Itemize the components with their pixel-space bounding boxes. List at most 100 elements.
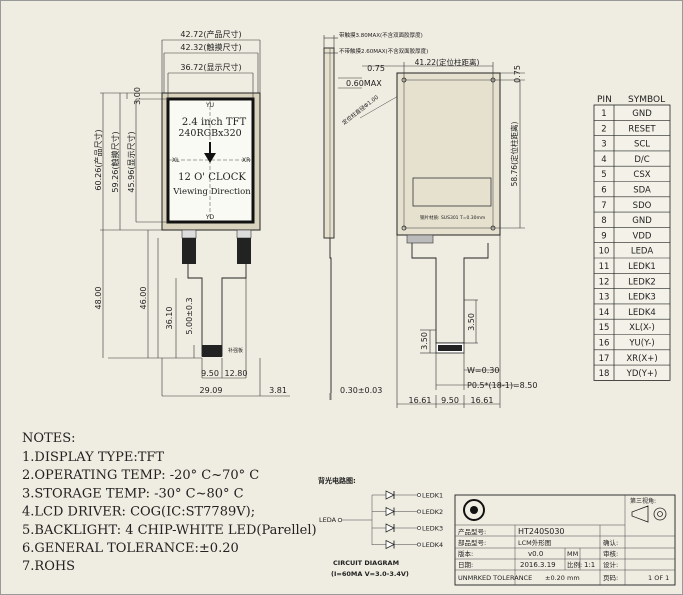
mark-yd: YD [205,214,215,221]
pin-symbol: LEDK2 [628,277,656,287]
pin-symbol: LEDA [631,247,654,257]
fpc-gold-fingers [438,345,462,351]
confirm-label: 确认: [603,538,618,547]
note-item: 1.DISPLAY TYPE:TFT [22,450,164,465]
circuit-output-label: LEDK1 [422,492,443,500]
fpc-stiffener [202,345,222,357]
page-label: 页码: [603,574,618,582]
dim-5876: 58.76(定位柱距离) [509,122,519,187]
pin-symbol: VDD [633,231,652,241]
pin-number: 3 [601,140,606,150]
circuit-output-label: LEDK2 [422,508,443,516]
pin-symbol: GND [632,109,652,119]
note-item: 6.GENERAL TOLERANCE:±0.20 [22,541,239,556]
page-number: 1 OF 1 [648,574,669,582]
dim-top-offset: 3.00 [133,87,142,105]
tolerance-label: UNMRKED TOLERANCE [458,574,532,582]
third-angle-label: 第三视角: [630,497,656,505]
led-diode-icon [385,506,395,517]
pin-symbol: RESET [628,124,656,134]
dim-1280: 12.80 [225,369,248,378]
pin-header: PIN [597,95,612,105]
dim-fpc-500: 5.00±0.3 [185,297,194,334]
pin-number: 10 [599,247,610,257]
design-label: 设计: [603,560,618,569]
pin-symbol: LEDK3 [628,293,656,303]
pin-symbol: YD(Y+) [626,369,658,379]
circuit-title: 背光电路图: [318,476,356,485]
dim-product-height: 60.26(产品尺寸) [93,129,103,190]
review-label: 审核: [603,549,618,558]
fpc-steel-note: 钢片材质: SUS301 T=0.30mm [420,214,485,221]
pin-symbol: LEDK4 [628,308,656,318]
pin-symbol: SCL [634,140,650,150]
dim-product-width: 42.72(产品尺寸) [180,29,241,39]
led-diode-icon [385,539,395,550]
dim-fpc-46: 46.00 [139,287,148,310]
pin-symbol: D/C [634,155,649,165]
date: 2016.3.19 [520,561,556,569]
screen-size-text: 2.4 inch TFT [182,117,247,128]
pin-symbol: XL(X-) [629,323,655,333]
circuit-output-label: LEDK3 [422,525,443,533]
symbol-header: SYMBOL [628,95,665,105]
screen-oclock-text: 12 O' CLOCK [178,172,246,183]
back-outline [396,72,501,236]
pin-number: 16 [599,339,610,349]
circuit-spec: (I=60MA V=3.0-3.4V) [331,570,409,578]
screen-resolution-text: 240RGBx320 [178,128,241,139]
note-item: 5.BACKLIGHT: 4 CHIP-WHITE LED(Parellel) [22,523,317,538]
dim-w030: W=0.30 [467,366,499,375]
pin-number: 12 [599,277,610,287]
pin-number: 15 [599,323,610,333]
pin-number: 13 [599,293,610,303]
touch-fpc-left [182,238,196,264]
pin-symbol: YU(Y-) [628,339,654,349]
pin-symbol: SDA [633,186,651,196]
circuit-caption: CIRCUIT DIAGRAM [333,559,399,567]
version-label: 版本: [458,549,473,558]
dim-1661-left: 16.61 [409,396,432,405]
note-item: 7.ROHS [22,559,75,574]
pin-number: 1 [601,109,606,119]
stiffener-note: 补强板 [228,347,243,354]
mark-yu: YU [205,102,214,109]
part-name-label: 部品型号: [458,538,486,547]
dim-350-left: 3.50 [420,332,429,350]
pin-symbol: GND [632,216,652,226]
direction-arrow-icon [204,153,216,163]
pin-number: 14 [599,308,610,318]
dim-030: 0.30±0.03 [340,386,382,395]
part-name: LCM外形图 [518,538,551,547]
product-model-label: 产品型号: [458,527,486,536]
date-label: 日期: [458,561,473,569]
dim-950-back: 9.50 [441,396,459,405]
dim-fpc-3610: 36.10 [165,307,174,330]
led-diode-icon [385,523,395,533]
dim-350-right: 3.50 [467,313,476,331]
mark-xl: XL [172,157,180,164]
side-profile [323,47,335,239]
locating-pin-bl [401,225,407,231]
scale-label: 比例: [567,560,582,569]
side-note-with-touch: 带触摸3.80MAX(不含双面胶厚度) [339,31,423,39]
dim-381: 3.81 [269,386,287,395]
dim-touch-height: 59.26(触摸尺寸) [110,131,120,192]
pin-number: 8 [601,216,606,226]
led-diode-icon [385,490,395,500]
dim-display-height: 45.96(显示尺寸) [126,131,136,192]
touch-fpc-right [237,238,251,264]
pin-number: 6 [601,186,606,196]
pin-number: 17 [599,354,610,364]
mark-xr: XR [242,157,250,164]
scale: 1:1 [584,561,595,569]
product-model: HT240S030 [518,527,565,536]
dim-1661-right: 16.61 [471,396,494,405]
screen-viewing-text: Viewing Direction [172,187,251,197]
back-view: 钢片材质: SUS301 T=0.30mm 41. [362,57,537,408]
dim-2909: 29.09 [200,386,223,395]
